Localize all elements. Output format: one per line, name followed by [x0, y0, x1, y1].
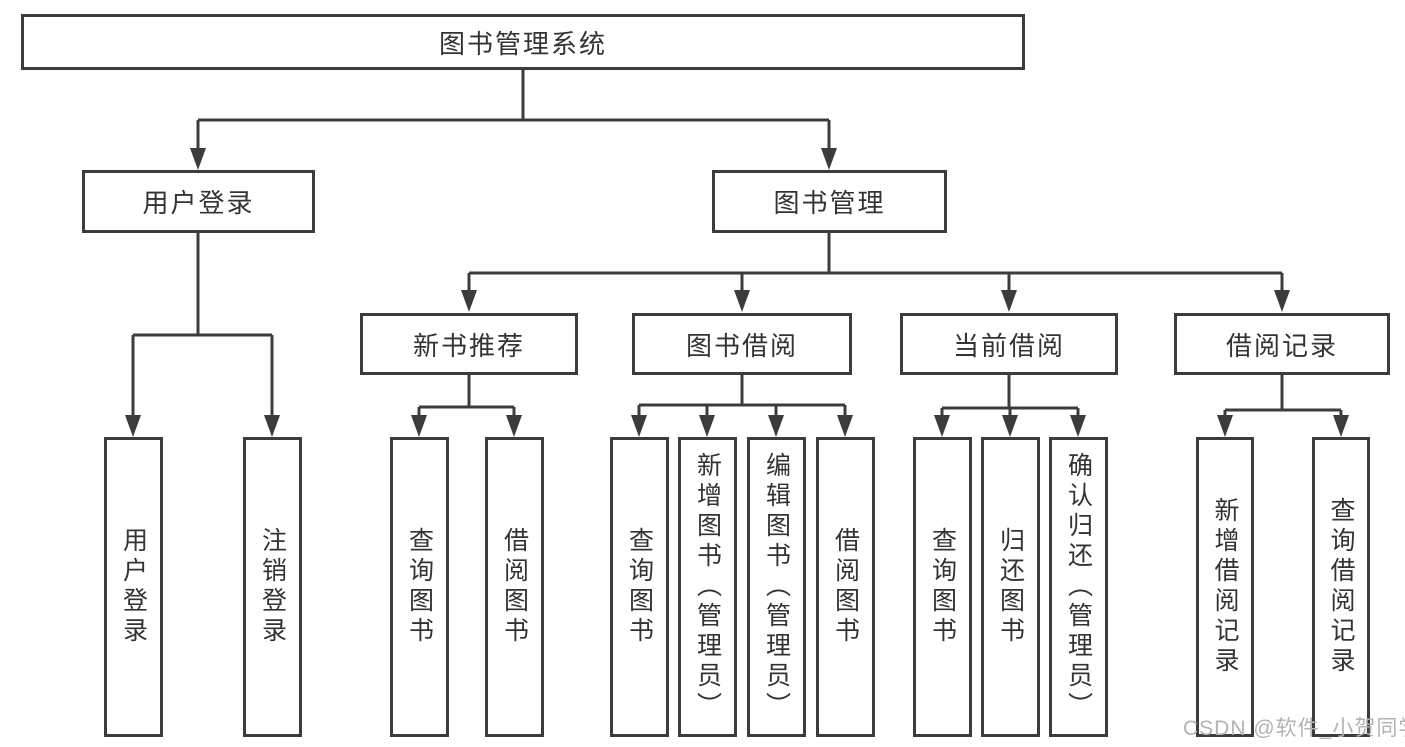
node-borrowing-records: 借阅记录: [1174, 313, 1390, 375]
connector-current-borrow: [940, 375, 1080, 421]
node-leaf-confirm-return-admin: 确认归还（管理员）: [1049, 437, 1108, 737]
node-leaf-query-books-1: 查询图书: [390, 437, 449, 737]
node-leaf-borrow-books-1: 借阅图书: [485, 437, 544, 737]
node-leaf-add-books-admin: 新增图书（管理员）: [678, 437, 737, 737]
node-new-book-recommendation: 新书推荐: [360, 313, 578, 375]
connector-new-book: [417, 375, 516, 421]
node-leaf-query-borrow-record: 查询借阅记录: [1312, 437, 1370, 737]
node-leaf-user-login: 用户登录: [104, 437, 163, 737]
node-book-management: 图书管理: [712, 170, 947, 233]
connector-borrow-records: [1223, 375, 1343, 421]
node-leaf-edit-books-admin: 编辑图书（管理员）: [747, 437, 806, 737]
node-leaf-borrow-books-2: 借阅图书: [816, 437, 875, 737]
node-user-login: 用户登录: [82, 170, 315, 233]
arrowheads: [125, 148, 1349, 437]
node-leaf-logout: 注销登录: [243, 437, 302, 737]
node-leaf-query-books-2: 查询图书: [610, 437, 669, 737]
connector-user-login: [131, 233, 274, 419]
node-book-borrowing: 图书借阅: [632, 313, 852, 375]
connector-root: [196, 70, 831, 152]
node-library-management-system: 图书管理系统: [21, 14, 1025, 70]
connector-book-mgmt: [467, 233, 1284, 294]
node-leaf-add-borrow-record: 新增借阅记录: [1196, 437, 1254, 737]
node-current-borrowing: 当前借阅: [900, 313, 1118, 375]
node-leaf-return-books: 归还图书: [981, 437, 1040, 737]
connector-book-borrow: [637, 375, 847, 421]
node-leaf-query-books-3: 查询图书: [913, 437, 972, 737]
csdn-watermark: CSDN @软件_小贺同学: [1183, 717, 1405, 740]
